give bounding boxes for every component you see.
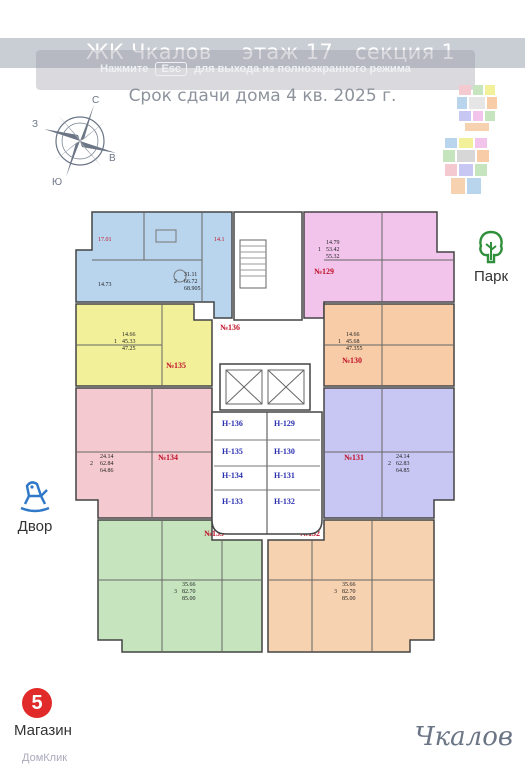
floor-plan: 17.01 14.1 14.73 31.11 2 66.72 68.905 №1… [75, 211, 455, 653]
storage-132: Н-132 [274, 497, 295, 506]
svg-text:45.33: 45.33 [122, 339, 136, 345]
storage-units: Н-136 Н-129 Н-135 Н-130 Н-134 Н-131 Н-13… [214, 419, 320, 506]
svg-text:35.66: 35.66 [182, 582, 196, 588]
storage-136: Н-136 [222, 419, 243, 428]
svg-text:14.73: 14.73 [98, 282, 112, 288]
shop-logo-icon: 5 [22, 688, 52, 718]
rocking-horse-icon [20, 481, 50, 513]
complex-name: ЖК Чкалов [86, 40, 212, 64]
svg-text:64.86: 64.86 [100, 468, 114, 474]
svg-text:24.14: 24.14 [100, 454, 114, 460]
storage-134: Н-134 [222, 471, 243, 480]
svg-text:14.66: 14.66 [346, 332, 360, 338]
shop-marker[interactable]: 5 Магазин [14, 688, 74, 739]
unit-134[interactable]: 24.14 2 62.84 64.86 №134 [75, 387, 213, 519]
svg-text:85.00: 85.00 [342, 596, 356, 602]
yard-label: Двор [17, 518, 53, 535]
unit-130-label: №130 [342, 356, 362, 365]
svg-text:55.32: 55.32 [326, 254, 340, 260]
unit-133[interactable]: 35.66 3 82.70 85.00 №133 [97, 519, 263, 653]
storage-133: Н-133 [222, 497, 243, 506]
unit-135[interactable]: 14.66 1 45.33 47.25 №135 [75, 303, 213, 387]
park-marker[interactable]: Парк [466, 230, 516, 285]
storage-130: Н-130 [274, 447, 295, 456]
floor-label: этаж 17 [242, 40, 334, 64]
storage-131: Н-131 [274, 471, 295, 480]
storage-129: Н-129 [274, 419, 295, 428]
tree-icon [479, 230, 503, 264]
svg-text:2: 2 [90, 461, 93, 467]
unit-129[interactable]: 14.79 1 53.42 55.32 №129 [303, 211, 455, 319]
compass-s: Ю [52, 177, 62, 188]
svg-text:64.85: 64.85 [396, 468, 410, 474]
unit-130[interactable]: 14.66 1 45.68 47.355 №130 [323, 303, 455, 387]
unit-133-label: №133 [204, 529, 224, 538]
svg-text:62.83: 62.83 [396, 461, 410, 467]
unit-136-label: №136 [220, 323, 240, 332]
svg-text:1: 1 [318, 247, 321, 253]
delivery-deadline: Срок сдачи дома 4 кв. 2025 г. [128, 86, 397, 106]
top-band [0, 0, 525, 38]
svg-text:14.79: 14.79 [326, 240, 340, 246]
svg-text:1: 1 [114, 339, 117, 345]
compass-n: С [92, 95, 99, 106]
svg-text:82.70: 82.70 [342, 589, 356, 595]
svg-text:3: 3 [334, 589, 337, 595]
svg-text:53.42: 53.42 [326, 247, 340, 253]
svg-text:47.355: 47.355 [346, 346, 363, 352]
hint-prefix: Нажмите [100, 63, 149, 75]
svg-text:3: 3 [174, 589, 177, 595]
yard-marker[interactable]: Двор [10, 478, 60, 535]
hint-suffix: для выхода из полноэкранного режима [194, 63, 411, 75]
watermark: ДомКлик [22, 752, 68, 764]
unit-129-label: №129 [314, 267, 334, 276]
svg-text:47.25: 47.25 [122, 346, 136, 352]
svg-text:17.01: 17.01 [98, 237, 112, 243]
svg-text:62.84: 62.84 [100, 461, 114, 467]
unit-135-label: №135 [166, 361, 186, 370]
header-bar: ЖК Чкалов этаж 17 секция 1 [0, 38, 525, 68]
compass-rose-icon: С В Ю З [32, 95, 116, 188]
svg-text:14.66: 14.66 [122, 332, 136, 338]
section-minimap-bottom[interactable] [443, 138, 491, 198]
svg-text:85.00: 85.00 [182, 596, 196, 602]
svg-text:82.70: 82.70 [182, 589, 196, 595]
unit-132[interactable]: 35.66 3 82.70 85.00 №132 [267, 519, 435, 653]
unit-136[interactable]: 17.01 14.1 14.73 31.11 2 66.72 68.905 №1… [75, 211, 240, 332]
unit-131-label: №131 [344, 453, 364, 462]
storage-135: Н-135 [222, 447, 243, 456]
svg-text:2: 2 [174, 279, 177, 285]
brand-logo: Чкалов [414, 722, 513, 752]
svg-text:31.11: 31.11 [184, 272, 197, 278]
svg-text:45.68: 45.68 [346, 339, 360, 345]
section-minimap-top[interactable] [455, 85, 499, 133]
shop-label: Магазин [14, 722, 72, 739]
svg-text:35.66: 35.66 [342, 582, 356, 588]
svg-text:2: 2 [388, 461, 391, 467]
svg-text:14.1: 14.1 [214, 237, 225, 243]
building-core [211, 211, 323, 535]
unit-131[interactable]: 24.14 2 62.83 64.85 №131 [323, 387, 455, 519]
compass-w: З [32, 119, 38, 130]
svg-text:1: 1 [338, 339, 341, 345]
unit-134-label: №134 [158, 453, 178, 462]
svg-text:66.72: 66.72 [184, 279, 198, 285]
svg-text:68.905: 68.905 [184, 286, 201, 292]
esc-key-badge: Esc [155, 62, 188, 76]
section-label: секция 1 [355, 40, 456, 64]
park-label: Парк [473, 268, 509, 285]
fullscreen-exit-hint[interactable]: Нажмите Esc для выхода из полноэкранного… [36, 50, 475, 90]
compass-e: В [109, 153, 116, 164]
svg-text:24.14: 24.14 [396, 454, 410, 460]
